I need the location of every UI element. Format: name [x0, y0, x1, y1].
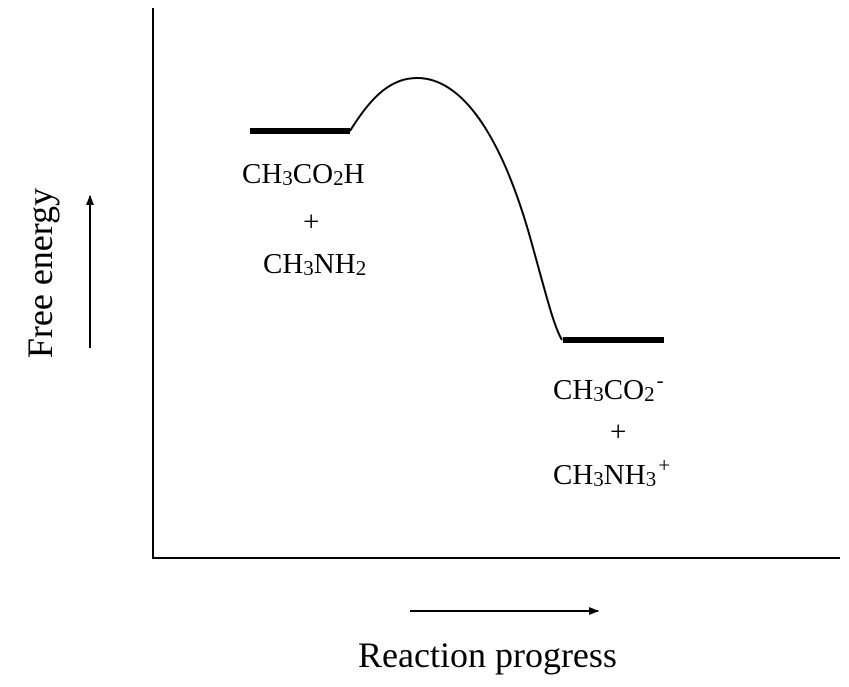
reaction-curve: [349, 76, 563, 341]
y-axis-title: Free energy: [20, 187, 60, 359]
reactant-acetic-acid: CH3CO2H: [242, 158, 365, 190]
reactant-methylamine: CH3NH2: [263, 248, 367, 280]
x-axis-title: Reaction progress: [358, 635, 617, 675]
product-methylammonium: CH3NH3+: [553, 453, 671, 491]
reactant-plus-sign: +: [303, 206, 320, 238]
product-acetate: CH3CO2-: [553, 368, 664, 406]
product-plus-sign: +: [610, 416, 627, 448]
